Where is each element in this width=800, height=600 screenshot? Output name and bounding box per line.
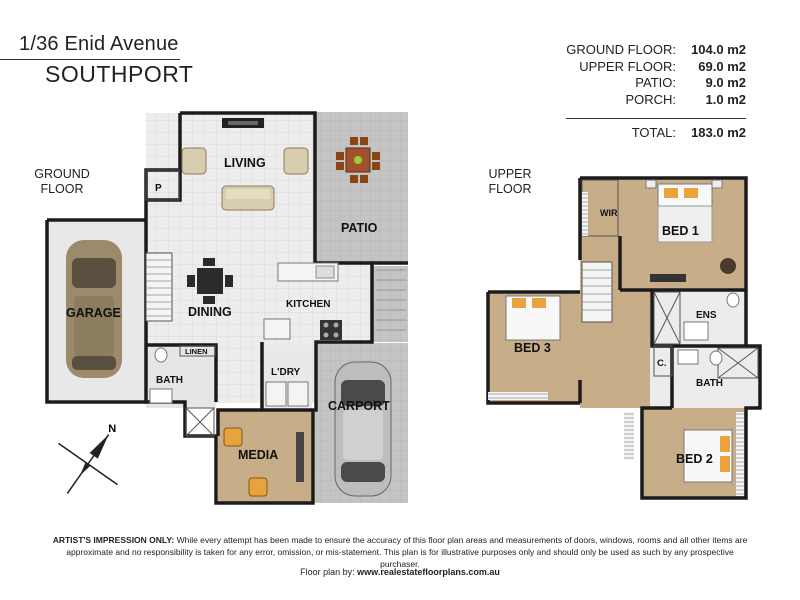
media-furniture bbox=[223, 427, 304, 497]
room-label-living: LIVING bbox=[224, 156, 266, 170]
side-path bbox=[373, 266, 408, 342]
compass-north-label: N bbox=[108, 423, 116, 435]
vanity bbox=[149, 388, 173, 404]
ground-thin-lines bbox=[145, 169, 216, 437]
upper-floor-label-line2: FLOOR bbox=[488, 182, 532, 196]
area-row-porch: PORCH: 1.0 m2 bbox=[566, 92, 746, 109]
address-line: 1/36 Enid Avenue bbox=[19, 33, 179, 55]
upper-floor-plan: WIR BED 1 ENS BED 3 C. BATH BED 2 bbox=[486, 176, 762, 500]
bed1-bed bbox=[645, 179, 736, 282]
carport-car bbox=[334, 361, 392, 497]
ground-floor-plan: LIVING P PATIO DINING KITCHEN GARAGE LIN… bbox=[45, 111, 408, 505]
room-label-dining: DINING bbox=[188, 305, 232, 319]
washing-machine bbox=[287, 381, 309, 407]
room-label-patio: PATIO bbox=[341, 221, 378, 235]
ens-toilet bbox=[726, 292, 740, 308]
room-label-media: MEDIA bbox=[238, 448, 278, 462]
upper-walls bbox=[486, 176, 762, 500]
area-row-patio: PATIO: 9.0 m2 bbox=[566, 75, 746, 92]
room-label-carport: CARPORT bbox=[328, 399, 390, 413]
laundry-tub bbox=[265, 381, 287, 407]
area-label: UPPER FLOOR: bbox=[579, 58, 676, 74]
compass-rose: N bbox=[58, 423, 118, 494]
total-label: TOTAL: bbox=[631, 125, 676, 140]
bed3-robe bbox=[488, 392, 548, 400]
upper-floor-label-line1: UPPER bbox=[488, 167, 532, 181]
area-label: PORCH: bbox=[625, 91, 676, 107]
ground-floor-label-line2: FLOOR bbox=[40, 182, 84, 196]
area-value: 69.0 m2 bbox=[698, 58, 746, 74]
room-label-linen: LINEN bbox=[185, 347, 208, 356]
ground-floor-label: GROUND FLOOR bbox=[22, 167, 102, 197]
suburb-title: SOUTHPORT bbox=[45, 61, 194, 87]
ens-vanity bbox=[683, 321, 709, 341]
room-label-p: P bbox=[155, 183, 162, 194]
fireplace-inner bbox=[228, 121, 258, 125]
bed2-window bbox=[736, 412, 744, 496]
credit-line: Floor plan by: www.realestatefloorplans.… bbox=[0, 567, 800, 577]
credit-url[interactable]: www.realestatefloorplans.com.au bbox=[357, 567, 500, 577]
area-label: GROUND FLOOR: bbox=[566, 42, 676, 57]
patio-table bbox=[336, 137, 380, 183]
bath-upper-floor bbox=[650, 346, 760, 408]
wir-shelving bbox=[582, 192, 588, 236]
patio-area bbox=[315, 112, 408, 264]
side-steps bbox=[376, 269, 406, 331]
toilet bbox=[154, 347, 168, 363]
room-label-laundry: L'DRY bbox=[271, 367, 301, 378]
area-value: 9.0 m2 bbox=[705, 75, 746, 90]
bed2-bed bbox=[683, 429, 733, 483]
upper-stairs bbox=[581, 261, 613, 323]
dining-table bbox=[187, 258, 233, 304]
garage-car bbox=[66, 240, 122, 378]
ground-floor-label-line1: GROUND bbox=[34, 167, 90, 181]
room-label-bath: BATH bbox=[156, 375, 183, 386]
room-label-bed1: BED 1 bbox=[662, 224, 699, 238]
bath-toilet bbox=[709, 350, 723, 366]
area-row-upper: UPPER FLOOR: 69.0 m2 bbox=[566, 59, 746, 76]
area-row-total: TOTAL: 183.0 m2 bbox=[566, 118, 746, 142]
area-summary: GROUND FLOOR: 104.0 m2 UPPER FLOOR: 69.0 m… bbox=[566, 42, 746, 142]
title-divider bbox=[0, 59, 180, 60]
room-label-ens: ENS bbox=[696, 310, 717, 321]
room-label-bed2: BED 2 bbox=[676, 452, 713, 466]
area-label: PATIO: bbox=[635, 75, 676, 90]
upper-floor-label: UPPER FLOOR bbox=[470, 167, 550, 197]
room-label-bed3: BED 3 bbox=[514, 341, 551, 355]
kitchen-fittings bbox=[263, 262, 342, 340]
credit-label: Floor plan by: bbox=[300, 567, 358, 577]
living-furniture bbox=[181, 147, 309, 211]
bath-vanity bbox=[677, 349, 699, 365]
bed3-bed bbox=[505, 295, 561, 341]
room-label-wir: WIR bbox=[600, 208, 618, 218]
room-label-kitchen: KITCHEN bbox=[286, 299, 330, 310]
disclaimer: ARTIST'S IMPRESSION ONLY: While every at… bbox=[50, 534, 750, 570]
room-label-bath-upper: BATH bbox=[696, 378, 723, 389]
total-value: 183.0 m2 bbox=[691, 125, 746, 140]
ground-stairs bbox=[145, 252, 173, 322]
disclaimer-lead: ARTIST'S IMPRESSION ONLY: bbox=[52, 535, 175, 545]
bed2-robe bbox=[624, 412, 634, 460]
room-label-c: C. bbox=[657, 358, 667, 369]
area-value: 104.0 m2 bbox=[691, 42, 746, 57]
room-label-garage: GARAGE bbox=[66, 306, 121, 320]
disclaimer-text: While every attempt has been made to ens… bbox=[66, 535, 748, 569]
area-value: 1.0 m2 bbox=[705, 91, 746, 107]
area-row-ground: GROUND FLOOR: 104.0 m2 bbox=[566, 42, 746, 59]
